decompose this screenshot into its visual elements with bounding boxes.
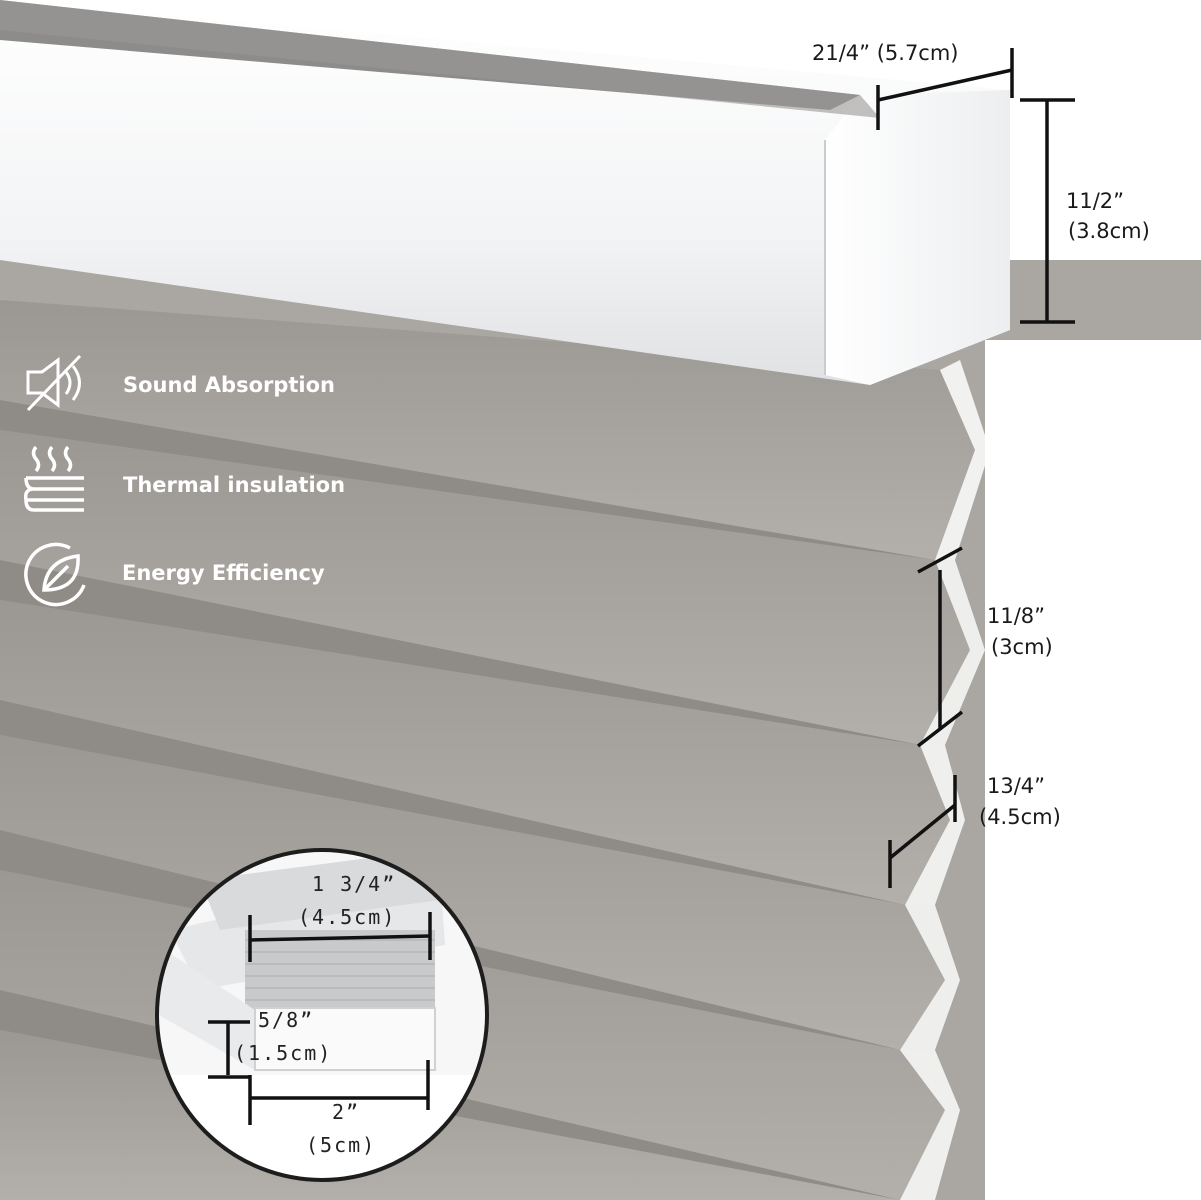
inset-detail xyxy=(155,848,489,1182)
rail-depth-label: 21/4” (5.7cm) xyxy=(812,41,959,65)
dimension-lines xyxy=(876,48,1075,888)
pleat-height-inches: 11/8” xyxy=(987,604,1046,628)
thermal-insulation-icon xyxy=(23,445,84,512)
inset-bottom-width-cm: (5cm) xyxy=(306,1133,377,1157)
inset-stack-depth-cm: (4.5cm) xyxy=(298,905,397,929)
inset-bottom-width-inches: 2” xyxy=(332,1100,361,1124)
inset-bottom-height-inches: 5/8” xyxy=(258,1008,315,1032)
pleat-height-cm: (3cm) xyxy=(991,635,1053,659)
inset-bottom-height-cm: (1.5cm) xyxy=(234,1041,333,1065)
pleat-depth-cm: (4.5cm) xyxy=(979,805,1061,829)
pleat-depth-inches: 13/4” xyxy=(987,774,1046,798)
head-rail xyxy=(0,0,1010,385)
energy-efficiency-icon xyxy=(24,542,86,607)
feature-label-thermal: Thermal insulation xyxy=(123,473,346,497)
inset-stack-depth-inches: 1 3/4” xyxy=(312,872,397,896)
rail-height-cm: (3.8cm) xyxy=(1068,219,1150,243)
sound-absorption-icon xyxy=(26,354,82,412)
rail-height-inches: 11/2” xyxy=(1066,189,1125,213)
feature-label-energy: Energy Efficiency xyxy=(122,561,325,585)
feature-label-sound: Sound Absorption xyxy=(123,373,336,397)
